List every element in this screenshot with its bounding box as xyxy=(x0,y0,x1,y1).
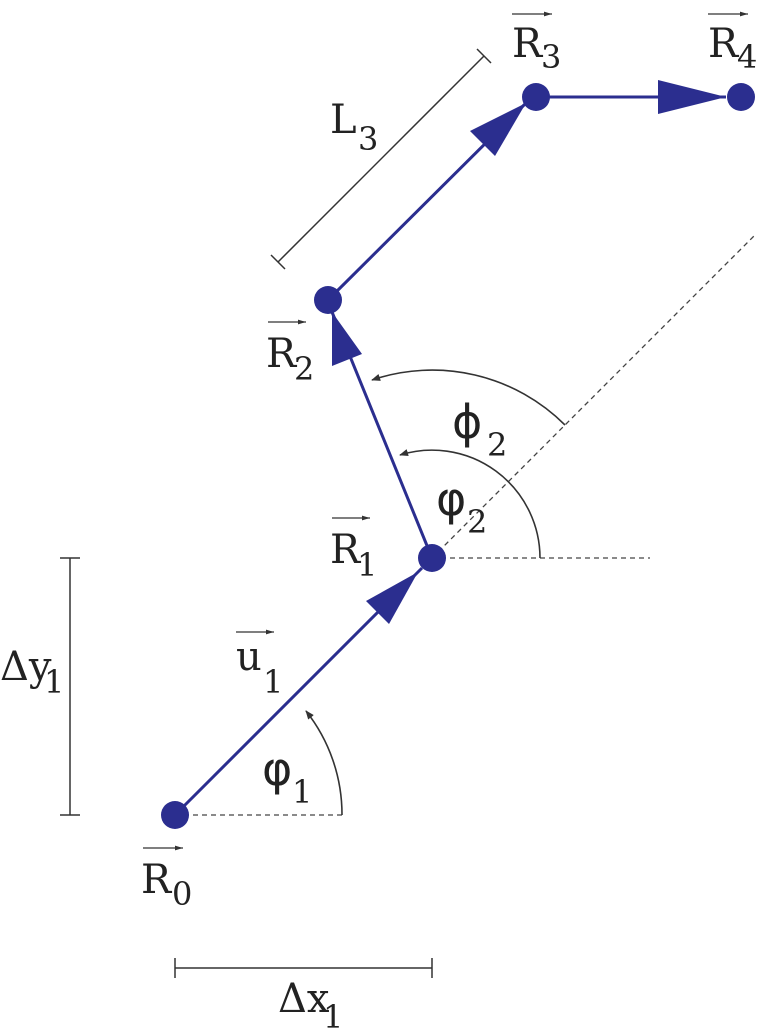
dimension-dx1 xyxy=(174,958,433,978)
label-phi2: φ 2 xyxy=(436,472,487,541)
label-r0: R 0 xyxy=(141,845,192,913)
svg-text:R: R xyxy=(708,21,740,67)
svg-text:2: 2 xyxy=(294,350,314,388)
svg-text:Δy: Δy xyxy=(0,644,52,690)
angle-arc-bigphi2 xyxy=(371,369,566,426)
label-r1: R 1 xyxy=(330,515,377,584)
angle-arc-phi2 xyxy=(399,449,541,559)
svg-text:ϕ: ϕ xyxy=(452,395,482,449)
svg-text:φ: φ xyxy=(262,742,292,796)
svg-text:1: 1 xyxy=(357,546,377,584)
angle-arc-phi1 xyxy=(305,710,343,816)
svg-text:2: 2 xyxy=(487,426,507,464)
label-dx1: Δx 1 xyxy=(278,976,343,1032)
svg-text:Δx: Δx xyxy=(278,976,330,1022)
svg-text:4: 4 xyxy=(737,38,757,76)
segment-r1-r2 xyxy=(330,311,434,559)
svg-text:1: 1 xyxy=(44,663,64,701)
label-dy1: Δy 1 xyxy=(0,644,64,701)
extension-line-u1 xyxy=(431,234,756,559)
svg-text:3: 3 xyxy=(541,38,561,76)
svg-text:0: 0 xyxy=(172,875,192,913)
joint-r1 xyxy=(418,544,446,572)
segment-arrowhead xyxy=(470,103,526,156)
svg-text:R: R xyxy=(266,331,298,377)
segment-arrowhead xyxy=(332,312,362,366)
svg-text:2: 2 xyxy=(467,503,487,541)
joint-r4 xyxy=(727,83,755,111)
svg-text:R: R xyxy=(512,21,544,67)
segment-r3-r4 xyxy=(536,80,726,114)
svg-text:R: R xyxy=(141,857,173,903)
joint-r0 xyxy=(161,801,189,829)
svg-text:1: 1 xyxy=(263,663,283,701)
svg-text:1: 1 xyxy=(323,998,343,1032)
label-phi1: φ 1 xyxy=(262,742,312,811)
svg-text:u: u xyxy=(236,634,262,680)
dimension-dy1 xyxy=(60,557,80,816)
label-r4: R 4 xyxy=(708,11,757,76)
segment-arrowhead xyxy=(366,572,418,624)
svg-text:φ: φ xyxy=(436,472,466,526)
joint-r2 xyxy=(314,286,342,314)
label-r2: R 2 xyxy=(266,319,314,388)
label-bigphi2: ϕ 2 xyxy=(452,395,507,464)
dimension-l3 xyxy=(270,48,492,270)
svg-text:3: 3 xyxy=(358,120,378,158)
segment-r0-r1 xyxy=(173,566,424,817)
segment-r2-r3 xyxy=(326,101,528,302)
svg-text:L: L xyxy=(330,97,357,143)
segment-arrowhead xyxy=(658,80,726,114)
svg-text:1: 1 xyxy=(292,773,312,811)
label-u1: u 1 xyxy=(236,629,283,701)
label-r3: R 3 xyxy=(512,11,561,76)
joint-r3 xyxy=(522,83,550,111)
svg-text:R: R xyxy=(330,527,362,573)
label-l3: L 3 xyxy=(330,97,378,158)
